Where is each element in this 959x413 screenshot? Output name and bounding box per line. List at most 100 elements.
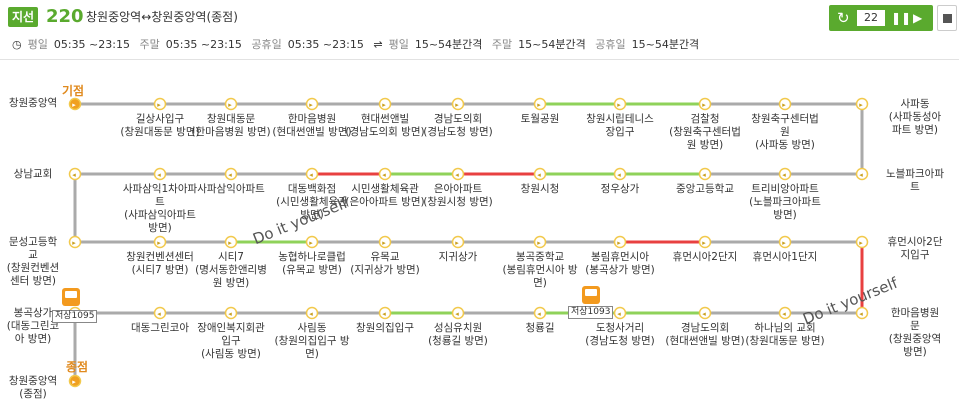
stop-marker[interactable]	[533, 97, 547, 111]
stop-marker[interactable]	[855, 235, 869, 249]
stop-marker[interactable]	[451, 167, 465, 181]
stop-label[interactable]: 청룡길	[525, 322, 555, 334]
stop-button[interactable]	[937, 5, 957, 31]
stop-marker[interactable]	[855, 167, 869, 181]
stop-label[interactable]: 휴먼시아1단지	[752, 251, 818, 263]
stop-label[interactable]: 은아아파트(창원시청 방면)	[423, 183, 493, 208]
stop-marker[interactable]	[451, 235, 465, 249]
stop-marker[interactable]	[698, 97, 712, 111]
stop-marker[interactable]	[613, 235, 627, 249]
stop-label[interactable]: 유목교(지귀상가 방면)	[350, 251, 420, 276]
route-map: ▸▸▸▸▸▸▸▸▸▸▸◂◂◂◂◂◂◂◂◂◂◂▸▸▸▸▸▸▸▸▸▸▸◂◂◂◂◂◂◂…	[68, 97, 869, 388]
weekday-interval: 15~54분간격	[414, 38, 483, 51]
stop-marker[interactable]	[153, 97, 167, 111]
stop-marker[interactable]	[68, 167, 82, 181]
stop-label[interactable]: 창원중앙역	[8, 97, 58, 109]
stop-label[interactable]: 길상사입구(창원대동문 방면)	[120, 113, 200, 138]
stop-marker[interactable]	[613, 306, 627, 320]
stop-marker[interactable]	[153, 306, 167, 320]
stop-marker[interactable]	[224, 306, 238, 320]
stop-marker[interactable]	[153, 235, 167, 249]
stop-label[interactable]: 성심유치원(청룡길 방면)	[428, 322, 488, 347]
stop-label[interactable]: 사파삼익아파트	[197, 183, 265, 195]
stop-marker[interactable]	[778, 235, 792, 249]
stop-label[interactable]: 경남도의회(경남도청 방면)	[423, 113, 493, 138]
stop-marker[interactable]	[305, 306, 319, 320]
stop-marker[interactable]	[305, 235, 319, 249]
stop-marker[interactable]	[613, 97, 627, 111]
stop-label[interactable]: 창원의집입구	[356, 322, 414, 334]
stop-marker[interactable]	[778, 306, 792, 320]
stop-marker[interactable]	[305, 97, 319, 111]
stop-label[interactable]: 창원컨벤션센터(시티7 방면)	[126, 251, 194, 276]
refresh-icon[interactable]: ↻	[837, 9, 850, 27]
stop-marker[interactable]	[224, 97, 238, 111]
stop-marker[interactable]	[378, 235, 392, 249]
stop-label[interactable]: 하나님의 교회(창원대동문 방면)	[745, 322, 825, 347]
stop-label[interactable]: 시민생활체육관(은아아파트 방면)	[345, 183, 425, 208]
stop-label[interactable]: 창원대동문(한마음병원 방면)	[191, 113, 271, 138]
stop-marker[interactable]	[224, 167, 238, 181]
stop-marker[interactable]	[533, 306, 547, 320]
direction-arrow-icon: ▸	[72, 101, 76, 109]
stop-label[interactable]: 지귀상가	[438, 251, 478, 263]
stop-marker[interactable]	[68, 374, 82, 388]
stop-marker[interactable]	[68, 235, 82, 249]
stop-label[interactable]: 휴먼시아2단지	[672, 251, 738, 263]
stop-marker[interactable]	[451, 306, 465, 320]
stop-marker[interactable]	[533, 167, 547, 181]
stop-marker[interactable]	[533, 235, 547, 249]
play-button[interactable]: ▶	[913, 11, 923, 25]
stop-marker[interactable]	[378, 306, 392, 320]
stop-marker[interactable]	[698, 167, 712, 181]
pause-button[interactable]: ❚❚	[891, 11, 912, 25]
stop-label[interactable]: 토월공원	[520, 113, 560, 125]
stop-label[interactable]: 중앙고등학교	[676, 183, 734, 195]
stop-marker[interactable]	[378, 167, 392, 181]
stop-label[interactable]: 경남도의회(현대썬앤빌 방면)	[665, 322, 745, 347]
stop-label[interactable]: 창원중앙역(종점)	[8, 375, 58, 400]
stop-label[interactable]: 봉림휴먼시아(봉곡상가 방면)	[585, 251, 655, 276]
stop-label[interactable]: 농협하나로클럽(유목교 방면)	[278, 251, 346, 276]
bus-icon[interactable]	[62, 288, 80, 306]
stop-label[interactable]: 상남교회	[13, 168, 53, 180]
stop-marker[interactable]	[451, 97, 465, 111]
stop-marker[interactable]	[698, 306, 712, 320]
stop-label[interactable]: 도청사거리(경남도청 방면)	[585, 322, 655, 347]
stop-label[interactable]: 창원시청	[520, 183, 560, 195]
stop-marker[interactable]	[778, 167, 792, 181]
stop-label[interactable]: 한마음병원(현대썬앤빌 방면)	[272, 113, 352, 138]
stop-marker[interactable]	[305, 167, 319, 181]
direction-arrow-icon: ▸	[157, 101, 161, 109]
stop-marker[interactable]	[153, 167, 167, 181]
stop-marker[interactable]	[855, 97, 869, 111]
stop-marker[interactable]	[68, 97, 82, 111]
stop-label[interactable]: 현대썬앤빌(경남도의회 방면)	[345, 113, 425, 138]
stop-marker[interactable]	[224, 235, 238, 249]
stop-label[interactable]: 대동그린코아	[131, 322, 189, 334]
stop-label[interactable]: 정우상가	[600, 183, 640, 195]
weekend-interval-label: 주말	[491, 38, 513, 51]
stop-marker[interactable]	[778, 97, 792, 111]
stop-marker[interactable]	[613, 167, 627, 181]
stop-marker[interactable]	[698, 235, 712, 249]
stop-marker[interactable]	[378, 97, 392, 111]
bus-icon[interactable]	[582, 286, 600, 304]
stop-marker[interactable]	[855, 306, 869, 320]
